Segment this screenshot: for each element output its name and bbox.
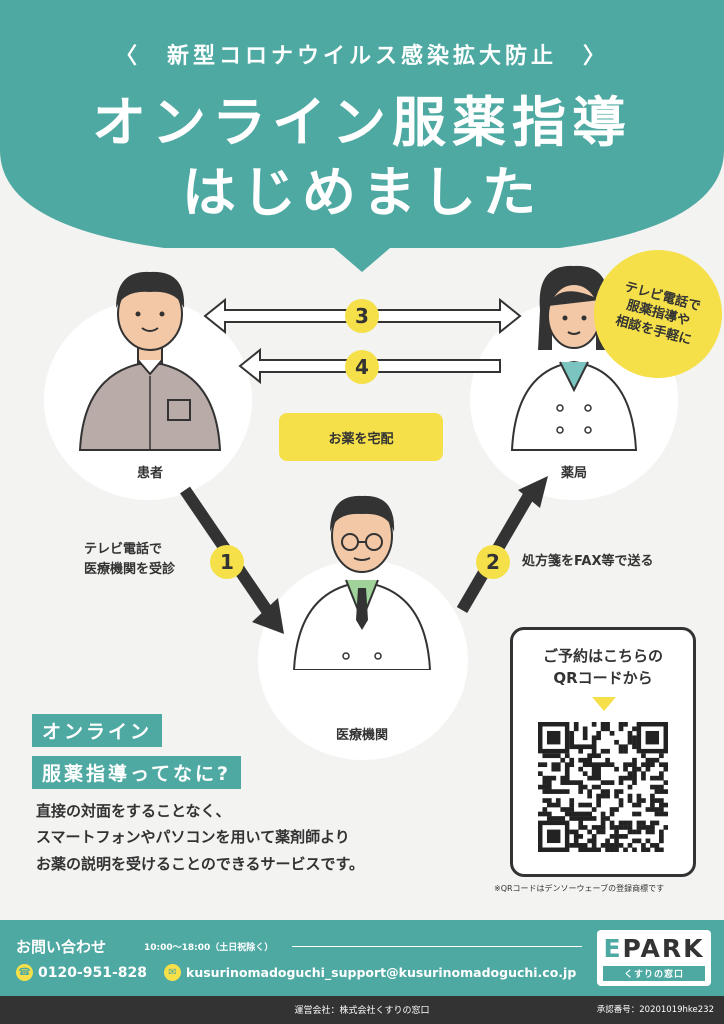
step-1-text: テレビ電話で 医療機関を受診 <box>84 540 175 579</box>
patient-label: 患者 <box>136 466 163 481</box>
step-2-text: 処方箋をFAX等で送る <box>522 554 654 569</box>
logo-park: PARK <box>622 934 705 963</box>
mail-icon: ✉ <box>164 964 181 981</box>
pharmacy-label: 薬局 <box>560 466 587 481</box>
qr-box: ご予約はこちらの QRコードから <box>510 627 696 877</box>
header-background <box>0 0 724 290</box>
step-1-text-line1: テレビ電話で <box>84 542 163 557</box>
qr-note: ※QRコードはデンソーウェーブの登録商標です <box>494 884 665 893</box>
contact-divider <box>292 946 582 947</box>
contact-hours: 10:00〜18:00（土日祝除く） <box>144 943 274 953</box>
email-address: kusurinomadoguchi_support@kusurinomadogu… <box>186 965 577 980</box>
phone-icon: ☎ <box>16 964 33 981</box>
header-subtitle: 〈 新型コロナウイルス感染拡大防止 〉 <box>114 44 609 69</box>
doctor-figure <box>292 495 432 670</box>
desc-line3: お薬の説明を受けることのできるサービスです。 <box>36 854 365 873</box>
logo-subtitle: くすりの窓口 <box>603 966 705 981</box>
step-2-badge: 2 <box>476 545 510 579</box>
about-label-line1: オンライン <box>32 714 163 747</box>
medical-label: 医療機関 <box>335 728 388 743</box>
contact-label: お問い合わせ <box>16 938 107 956</box>
desc-line1: 直接の対面をすることなく、 <box>36 802 231 820</box>
patient-figure <box>78 271 222 451</box>
qr-text: ご予約はこちらの QRコードから <box>513 646 693 690</box>
phone-link[interactable]: ☎ 0120-951-828 <box>16 964 147 981</box>
qr-text-line2: QRコードから <box>553 668 653 687</box>
delivery-label: お薬を宅配 <box>279 413 443 461</box>
arrow-2 <box>456 476 548 614</box>
operator-text: 運営会社：株式会社くすりの窓口 <box>294 1006 430 1016</box>
pharmacist-figure <box>510 265 638 451</box>
step-1-badge: 1 <box>210 545 244 579</box>
epark-logo: EPARK くすりの窓口 <box>597 930 711 986</box>
desc-line2: スマートフォンやパソコンを用いて薬剤師より <box>36 828 350 847</box>
page-title-line2: はじめました <box>182 161 542 224</box>
qr-code[interactable] <box>538 722 668 852</box>
down-arrow-icon <box>592 697 616 711</box>
logo-text: EPARK <box>597 934 711 963</box>
step-4-badge: 4 <box>345 350 379 384</box>
about-label-line2: 服薬指導ってなに? <box>32 756 242 789</box>
approval-number: 承認番号：20201019hke232 <box>596 1005 714 1015</box>
step-3-badge: 3 <box>345 299 379 333</box>
about-description: 直接の対面をすることなく、 スマートフォンやパソコンを用いて薬剤師より お薬の説… <box>36 798 364 877</box>
page-title-line1: オンライン服薬指導 <box>92 91 632 154</box>
step-1-text-line2: 医療機関を受診 <box>84 561 176 577</box>
qr-text-line1: ご予約はこちらの <box>542 647 663 665</box>
phone-number: 0120-951-828 <box>38 964 148 981</box>
bottom-bar: 運営会社：株式会社くすりの窓口 承認番号：20201019hke232 <box>0 996 724 1024</box>
email-link[interactable]: ✉ kusurinomadoguchi_support@kusurinomado… <box>164 964 576 981</box>
logo-e: E <box>603 934 623 963</box>
